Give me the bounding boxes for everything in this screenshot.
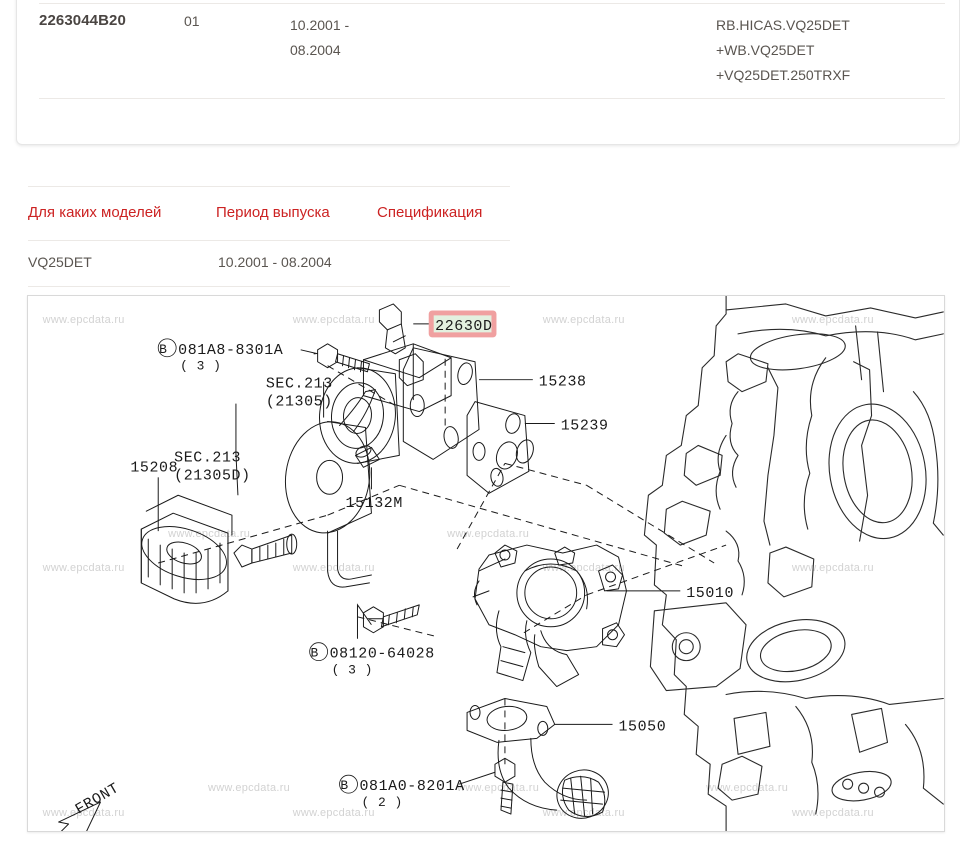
leader-lines <box>157 323 681 785</box>
callout-prefix-B: B <box>311 646 319 661</box>
callout-label: 081A0-8201A <box>359 779 464 795</box>
callout-label: 08120-64028 <box>330 647 435 663</box>
watermark: www.epcdata.ru <box>456 782 539 794</box>
callout-label: SEC.213 <box>266 377 333 393</box>
callout-sub: ( 3 ) <box>180 359 221 374</box>
callout-15239: 15239 <box>561 419 609 435</box>
oil-cooler-part <box>284 389 376 588</box>
callout-15238: 15238 <box>539 375 587 391</box>
callout-sec213-21305: SEC.213 (21305) <box>266 377 333 411</box>
oil-filter-part <box>140 494 233 604</box>
part-spec: RB.HICAS.VQ25DET +WB.VQ25DET +VQ25DET.25… <box>716 17 851 83</box>
callout-081A8-8301A: B 081A8-8301A ( 3 ) <box>157 338 283 374</box>
callout-15010: 15010 <box>686 586 734 602</box>
watermark: www.epcdata.ru <box>207 782 290 794</box>
spec-header-spec: Спецификация <box>377 204 483 221</box>
spec-cell-model: VQ25DET <box>28 254 92 270</box>
callout-15132M: 15132M <box>346 496 403 512</box>
filter-bracket-part <box>319 303 480 464</box>
callout-label: 081A8-8301A <box>178 343 283 359</box>
strainer-bolt-part <box>494 757 516 815</box>
oil-strainer-part <box>466 697 609 819</box>
spec-cell-period: 10.2001 - 08.2004 <box>218 254 332 270</box>
spec-rule-bottom <box>28 286 510 287</box>
applicability-card: 2263044B20 01 10.2001 - 08.2004 RB.HICAS… <box>16 0 960 145</box>
callout-prefix-B: B <box>340 778 348 793</box>
watermark: www.epcdata.ru <box>791 562 874 574</box>
parts-diagram[interactable]: www.epcdata.ru www.epcdata.ru www.epcdat… <box>27 295 945 832</box>
spec-header-period: Период выпуска <box>216 204 330 221</box>
part-quantity: 01 <box>184 13 200 29</box>
watermark: www.epcdata.ru <box>167 528 250 540</box>
watermark: www.epcdata.ru <box>292 562 375 574</box>
callout-08120-64028: B 08120-64028 ( 3 ) <box>309 642 435 678</box>
highlight-label: 22630D <box>435 319 492 335</box>
engine-block-drawing <box>643 296 944 831</box>
front-direction-indicator: FRONT <box>58 781 122 831</box>
card-divider-bottom <box>39 98 945 99</box>
part-number: 2263044B20 <box>39 12 126 29</box>
callout-sec213-21305d: SEC.213 (21305D) <box>174 450 251 484</box>
callout-sub: ( 2 ) <box>361 795 402 810</box>
callout-labels: B 081A8-8301A ( 3 ) SEC.213 (21305) SEC.… <box>130 338 734 810</box>
callout-label: SEC.213 <box>174 450 241 466</box>
assembly-dashed-lines <box>158 355 727 765</box>
oil-pump-part <box>472 544 627 688</box>
callout-prefix-B: B <box>159 342 167 357</box>
callout-15208: 15208 <box>130 460 178 476</box>
part-period: 10.2001 - 08.2004 <box>290 17 350 58</box>
watermark: www.epcdata.ru <box>292 807 375 819</box>
watermark: www.epcdata.ru <box>705 782 788 794</box>
watermark: www.epcdata.ru <box>542 314 625 326</box>
watermark: www.epcdata.ru <box>542 807 625 819</box>
watermark: www.epcdata.ru <box>791 314 874 326</box>
highlighted-part-22630D[interactable]: 22630D <box>428 310 497 338</box>
callout-081A0-8201A: B 081A0-8201A ( 2 ) <box>339 774 464 810</box>
pump-bolt-part <box>362 604 420 634</box>
callout-sub: (21305D) <box>174 468 251 484</box>
watermark: www.epcdata.ru <box>42 807 125 819</box>
spec-header-models: Для каких моделей <box>28 204 162 221</box>
spec-rule-middle <box>28 240 510 241</box>
watermark: www.epcdata.ru <box>42 314 125 326</box>
callout-sub: ( 3 ) <box>332 663 373 678</box>
watermark-group: www.epcdata.ru www.epcdata.ru www.epcdat… <box>42 314 874 819</box>
callout-15050: 15050 <box>619 719 667 735</box>
watermark: www.epcdata.ru <box>791 807 874 819</box>
watermark: www.epcdata.ru <box>42 562 125 574</box>
spec-rule-top <box>28 186 510 187</box>
watermark: www.epcdata.ru <box>446 528 529 540</box>
callout-sub: (21305) <box>266 395 333 411</box>
flange-bolt-part <box>317 343 370 373</box>
relief-valve-part <box>233 533 298 568</box>
watermark: www.epcdata.ru <box>292 314 375 326</box>
diagram-canvas: www.epcdata.ru www.epcdata.ru www.epcdat… <box>42 296 944 831</box>
card-divider-top <box>39 3 945 4</box>
gasket-part <box>466 401 534 494</box>
